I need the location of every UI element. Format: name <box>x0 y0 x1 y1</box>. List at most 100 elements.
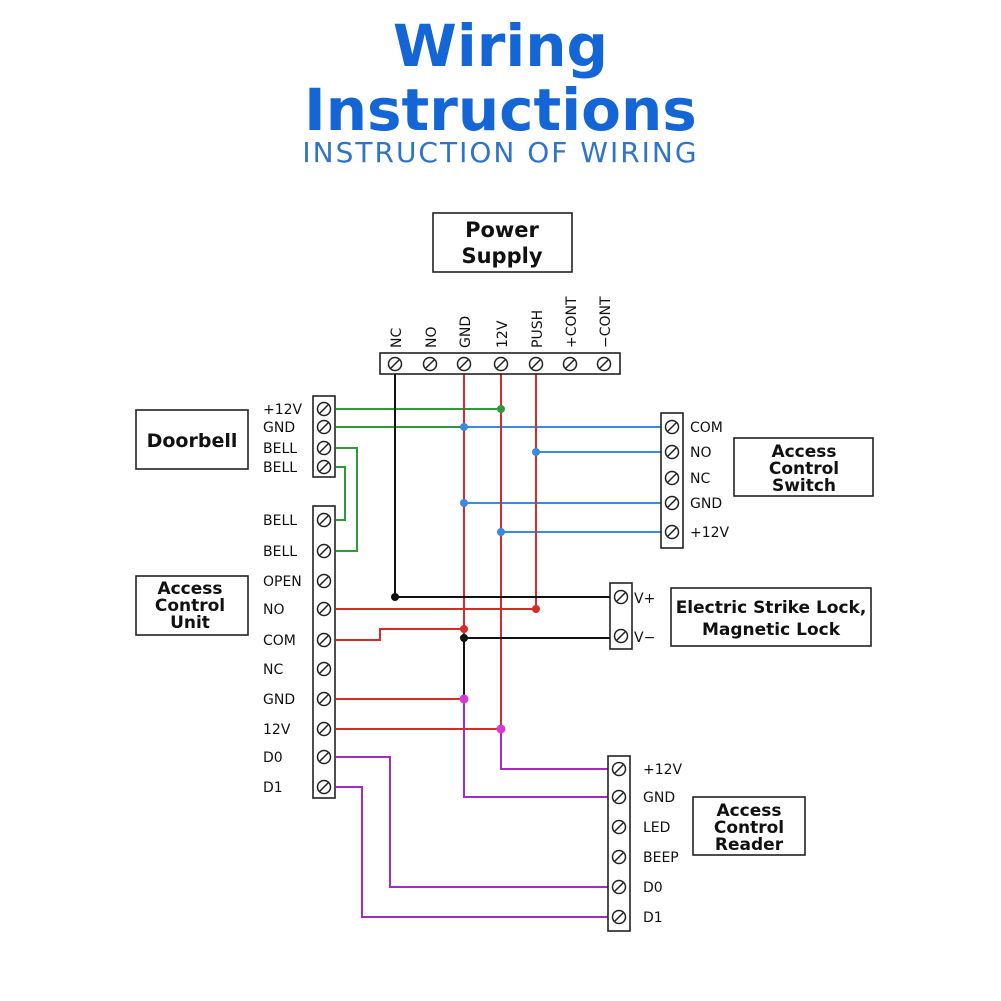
screw-terminal <box>613 628 629 644</box>
psu-screws <box>387 356 612 372</box>
terminal-label: −CONT <box>598 296 614 348</box>
terminal-label: GND <box>643 790 675 806</box>
terminal-label: COM <box>690 420 723 436</box>
screw-terminal <box>611 761 627 777</box>
doorbell-label: Doorbell <box>147 430 238 452</box>
terminal-label: BELL <box>263 460 297 476</box>
terminal-label: NC <box>263 662 283 678</box>
terminal-label: GND <box>263 692 295 708</box>
reader-terminal-block <box>607 755 631 932</box>
screw-terminal <box>613 589 629 605</box>
doorbell-box: Doorbell <box>135 409 249 470</box>
junction-dot <box>391 593 399 601</box>
header: Wiring Instructions INSTRUCTION OF WIRIN… <box>0 0 1001 180</box>
terminal-label: NC <box>389 328 405 348</box>
screw-terminal <box>316 512 332 528</box>
wire-bell-loop-1 <box>336 447 358 552</box>
terminal-label: LED <box>643 820 670 836</box>
terminal-label: BELL <box>263 544 297 560</box>
doorbell-terminal-block <box>312 395 336 478</box>
wire-reader-12v <box>500 729 610 770</box>
terminal-label: D1 <box>643 910 663 926</box>
screw-terminal <box>664 470 680 486</box>
screw-terminal <box>316 661 332 677</box>
terminal-label: D0 <box>263 750 283 766</box>
terminal-label: +12V <box>690 525 730 541</box>
screw-terminal <box>316 721 332 737</box>
subtitle: INSTRUCTION OF WIRING <box>302 136 699 169</box>
terminal-label: GND <box>690 496 722 512</box>
terminal-label: D1 <box>263 780 283 796</box>
screw-terminal <box>562 356 578 372</box>
lock-label: Electric Strike Lock,Magnetic Lock <box>676 598 867 640</box>
junction-dot <box>460 499 468 507</box>
screw-terminal <box>316 543 332 559</box>
junction-dot <box>497 528 505 536</box>
terminal-label: 12V <box>495 320 511 348</box>
terminal-label: BEEP <box>643 850 679 866</box>
screw-terminal <box>316 573 332 589</box>
terminal-label: NO <box>690 445 712 461</box>
junction-dot <box>460 423 468 431</box>
wire-reader-gnd <box>463 699 610 798</box>
screw-terminal <box>664 419 680 435</box>
wire-reader-d1 <box>336 786 610 918</box>
screw-terminal <box>316 749 332 765</box>
junction-dot <box>459 694 469 704</box>
screw-terminal <box>422 356 438 372</box>
junction-dot <box>532 605 540 613</box>
screw-terminal <box>611 819 627 835</box>
terminal-label: BELL <box>263 513 297 529</box>
terminal-label: +12V <box>643 762 683 778</box>
terminal-label: GND <box>263 420 295 436</box>
terminal-label: V+ <box>634 591 655 607</box>
lock-box: Electric Strike Lock,Magnetic Lock <box>670 587 872 647</box>
terminal-label: V− <box>634 630 655 646</box>
junction-dot <box>460 625 468 633</box>
screw-terminal <box>611 789 627 805</box>
terminal-label: NO <box>263 602 285 618</box>
screw-terminal <box>664 524 680 540</box>
screw-terminal <box>316 632 332 648</box>
screw-terminal <box>316 401 332 417</box>
controller-screws <box>316 512 332 795</box>
terminal-label: GND <box>458 316 474 348</box>
screw-terminal <box>316 779 332 795</box>
screw-terminal <box>316 601 332 617</box>
terminal-label: PUSH <box>530 310 546 348</box>
wire-reader-d0 <box>336 756 610 888</box>
lock-screws <box>613 589 629 644</box>
junction-dot <box>532 448 540 456</box>
wire-bell-loop-2 <box>336 466 346 521</box>
terminal-label: 12V <box>263 722 291 738</box>
screw-terminal <box>316 691 332 707</box>
title-line-2: Instructions <box>304 76 697 144</box>
screw-terminal <box>611 909 627 925</box>
screw-terminal <box>456 356 472 372</box>
screw-terminal <box>493 356 509 372</box>
terminal-label: +CONT <box>564 296 580 348</box>
reader-screws <box>611 761 627 925</box>
terminal-label: +12V <box>263 402 303 418</box>
screw-terminal <box>664 495 680 511</box>
screw-terminal <box>596 356 612 372</box>
screw-terminal <box>664 444 680 460</box>
screw-terminal <box>611 879 627 895</box>
screw-terminal <box>316 440 332 456</box>
screw-terminal <box>316 419 332 435</box>
doorbell-screws <box>316 401 332 475</box>
terminal-label: BELL <box>263 441 297 457</box>
title-line-1: Wiring <box>392 12 609 80</box>
screw-terminal <box>387 356 403 372</box>
